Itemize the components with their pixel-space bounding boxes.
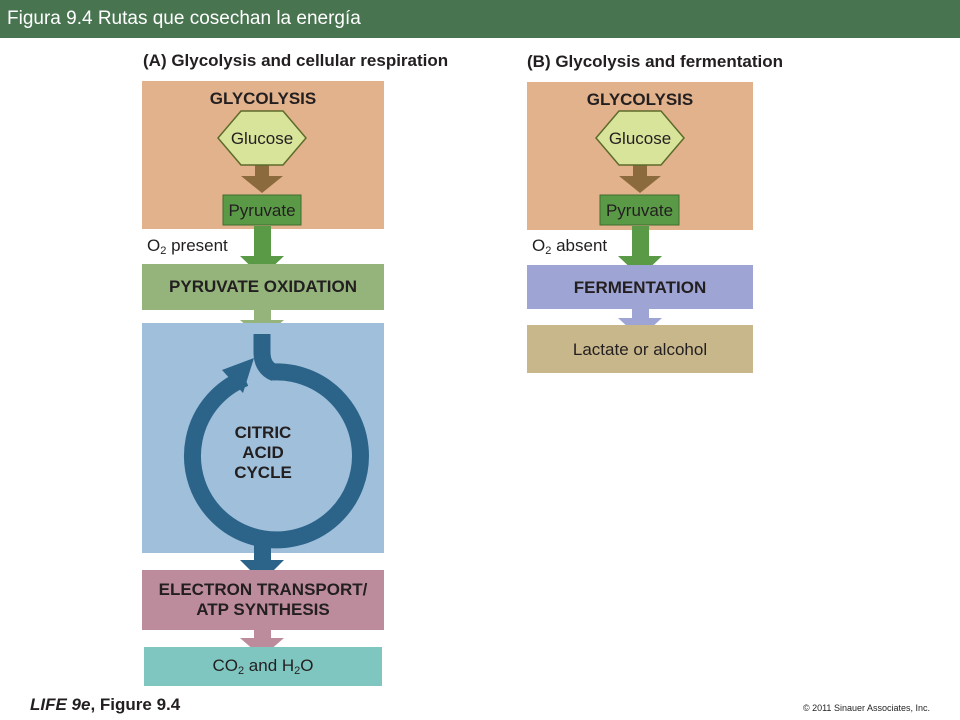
o2-present-label: O2 present <box>147 236 228 257</box>
products-box <box>144 647 382 686</box>
title-bar: Figura 9.4 Rutas que cosechan la energía <box>0 0 960 38</box>
pyruvate-box-b <box>599 194 680 226</box>
glycolysis-label-a: GLYCOLYSIS <box>209 89 317 108</box>
glucose-hexagon-a <box>217 110 307 166</box>
glucose-hexagon-b <box>595 110 685 166</box>
glucose-label-a: Glucose <box>230 129 294 148</box>
pyruvate-oxidation-label: PYRUVATE OXIDATION <box>169 277 357 296</box>
electron-transport-label: ELECTRON TRANSPORT/ ATP SYNTHESIS <box>142 580 384 620</box>
products-label: CO2 and H2O <box>212 656 314 677</box>
o2-absent-label: O2 absent <box>532 236 608 257</box>
arrow-fermentation-lactate <box>618 308 662 338</box>
electron-label-line2: ATP SYNTHESIS <box>196 600 330 619</box>
pyruvate-label-b: Pyruvate <box>605 201 674 220</box>
electron-transport-box <box>142 570 384 630</box>
pyruvate-oxidation-box <box>142 264 384 310</box>
glucose-label-b: Glucose <box>608 129 672 148</box>
electron-label-line1: ELECTRON TRANSPORT/ <box>158 580 368 599</box>
panel-a-title: (A) Glycolysis and cellular respiration <box>143 51 449 70</box>
glycolysis-label-b: GLYCOLYSIS <box>586 90 694 109</box>
citric-label-line2: ACID <box>242 443 284 462</box>
panel-b-title: (B) Glycolysis and fermentation <box>527 52 783 71</box>
book-reference: LIFE 9e, Figure 9.4 <box>30 695 181 714</box>
lactate-label: Lactate or alcohol <box>572 340 708 359</box>
slide-title: Figura 9.4 Rutas que cosechan la energía <box>7 8 361 29</box>
cycle-arrowhead <box>222 358 254 393</box>
fermentation-box <box>527 265 753 309</box>
copyright: © 2011 Sinauer Associates, Inc. <box>802 703 930 713</box>
arrow-glucose-pyruvate-b <box>619 164 661 193</box>
fermentation-label: FERMENTATION <box>573 278 707 297</box>
cycle-inlet <box>253 334 279 381</box>
pyruvate-label-a: Pyruvate <box>228 201 296 220</box>
citric-label-line1: CITRIC <box>234 423 292 442</box>
lactate-box <box>527 325 753 373</box>
arrow-electron-products <box>240 629 284 657</box>
citric-label-line3: CYCLE <box>234 463 292 482</box>
arrow-glucose-pyruvate-a <box>241 164 283 193</box>
pyruvate-box-a <box>222 194 302 226</box>
citric-acid-cycle-label: CITRIC ACID CYCLE <box>200 423 326 483</box>
arrow-pyruvate-fermentation <box>618 226 662 277</box>
cycle-outlet-stem <box>254 536 271 562</box>
cycle-ring <box>183 363 369 549</box>
